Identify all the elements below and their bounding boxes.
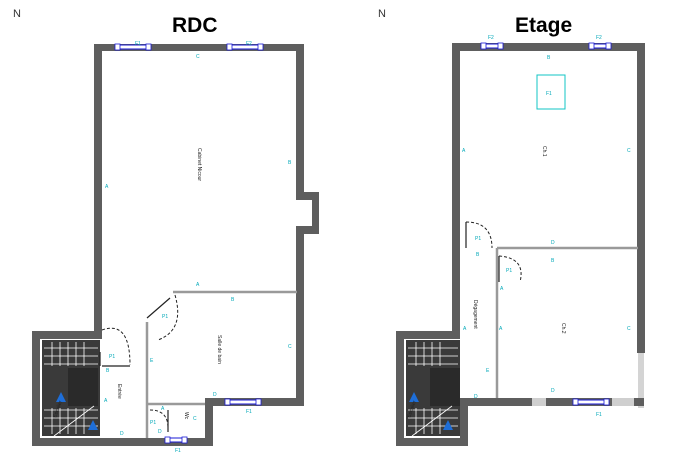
wall-label: D xyxy=(213,392,217,398)
etage-wall-east xyxy=(637,43,645,353)
window-mark: F2 xyxy=(596,35,602,41)
etage-wall-south-left xyxy=(396,438,464,446)
wall-label: C xyxy=(288,344,292,350)
wall-label: C xyxy=(627,326,631,332)
window-mark: F1 xyxy=(175,448,181,454)
etage-door-arc-ch1 xyxy=(465,221,493,249)
rdc-window-f1 xyxy=(117,44,149,50)
rdc-floor-plan: Cabinet Nicour Salle de bain Entrée Wc E… xyxy=(32,41,319,454)
wall-label: A xyxy=(105,184,109,190)
wall-label: B xyxy=(106,368,110,374)
rdc-wall-south-left xyxy=(32,438,213,446)
etage-staircase xyxy=(406,340,460,437)
room-label-degagement: Dégagement xyxy=(472,300,478,329)
wall-label: D xyxy=(158,429,162,435)
wall-label: C xyxy=(196,54,200,60)
door-mark: P1 xyxy=(150,420,156,426)
rdc-wall-west xyxy=(94,44,102,331)
etage-wall-light-segment xyxy=(612,398,634,406)
rdc-wall-wc-east xyxy=(205,398,213,446)
wall-label: C xyxy=(627,148,631,154)
door-mark: P1 xyxy=(475,236,481,242)
wall-label: B xyxy=(231,297,235,303)
room-label-escalier: Escalier xyxy=(406,400,418,419)
north-indicator-rdc: N xyxy=(13,8,21,20)
wall-label: A xyxy=(463,326,467,332)
wall-label: E xyxy=(486,368,490,374)
stair-up-arrow-icon xyxy=(443,420,453,430)
window-mark: F2 xyxy=(246,41,252,47)
etage-window-f2-right xyxy=(591,43,609,49)
etage-stair-west-wall xyxy=(396,331,404,446)
room-label-ch1: Ch.1 xyxy=(541,146,547,157)
etage-wall-south xyxy=(460,398,644,406)
wall-label: D xyxy=(474,394,478,400)
rdc-bay-side xyxy=(312,192,319,234)
wall-label: B xyxy=(551,258,555,264)
room-label-cabinet: Cabinet Nicour xyxy=(196,148,202,181)
wall-label: A xyxy=(104,398,108,404)
wall-label: A xyxy=(462,148,466,154)
wall-label: D xyxy=(551,388,555,394)
rdc-staircase xyxy=(42,340,100,437)
wall-label: A xyxy=(499,326,503,332)
wall-label: B xyxy=(288,160,292,166)
etage-wall-north xyxy=(452,43,644,51)
rdc-wall-north xyxy=(94,44,304,51)
wall-label: E xyxy=(150,358,154,364)
stair-up-arrow-icon xyxy=(88,420,98,430)
room-label-ch2: Ch.2 xyxy=(560,323,566,334)
skylight-mark: F1 xyxy=(546,91,552,97)
wall-label: A xyxy=(196,282,200,288)
etage-wall-east-light xyxy=(638,353,644,408)
rdc-wall-east-upper xyxy=(296,44,304,194)
stair-up-arrow-icon xyxy=(56,392,66,402)
rdc-window-f1-south xyxy=(227,399,259,405)
room-label-escalier: Escalier xyxy=(52,400,64,419)
north-indicator-etage: N xyxy=(378,8,386,20)
window-mark: F1 xyxy=(596,412,602,418)
room-label-salle-de-bain: Salle de bain xyxy=(216,335,222,364)
rdc-door-arc-bath xyxy=(157,294,179,341)
window-mark: F2 xyxy=(488,35,494,41)
rdc-wall-east-lower xyxy=(296,226,304,406)
etage-stair-top-wall xyxy=(396,331,460,339)
window-mark: F1 xyxy=(135,41,141,47)
wall-label: D xyxy=(120,431,124,437)
door-mark: P1 xyxy=(506,268,512,274)
etage-wall-light-segment xyxy=(532,398,546,406)
wall-label: A xyxy=(500,286,504,292)
door-mark: P1 xyxy=(162,314,168,320)
etage-wall-west xyxy=(452,43,460,333)
rdc-stair-top-wall xyxy=(32,331,102,339)
rdc-bay-top xyxy=(296,192,319,200)
rdc-stair-west-wall xyxy=(32,331,40,446)
wall-label: D xyxy=(551,240,555,246)
etage-door-arc-ch2 xyxy=(498,255,522,283)
wall-label: C xyxy=(193,416,197,422)
wall-label: A xyxy=(161,406,165,412)
etage-window-f1-south xyxy=(575,399,607,405)
etage-stair-east-wall xyxy=(460,398,468,446)
rdc-door-arc-entry xyxy=(101,327,131,366)
plan-title-etage: Etage xyxy=(515,14,573,37)
room-label-entree: Entrée xyxy=(116,384,122,399)
window-mark: F1 xyxy=(246,409,252,415)
rdc-door-leaf xyxy=(146,297,171,319)
door-mark: P1 xyxy=(109,354,115,360)
stair-up-arrow-icon xyxy=(409,392,419,402)
etage-skylight xyxy=(536,74,566,110)
rdc-bay-bottom xyxy=(296,226,319,234)
plan-title-rdc: RDC xyxy=(172,14,218,37)
room-label-wc: Wc xyxy=(183,412,189,420)
wall-label: B xyxy=(476,252,480,258)
rdc-window-f2 xyxy=(229,44,261,50)
wall-label: B xyxy=(547,55,551,61)
etage-floor-plan: Ch.1 Ch.2 Dégagement Escalier A B C D B … xyxy=(396,35,645,446)
